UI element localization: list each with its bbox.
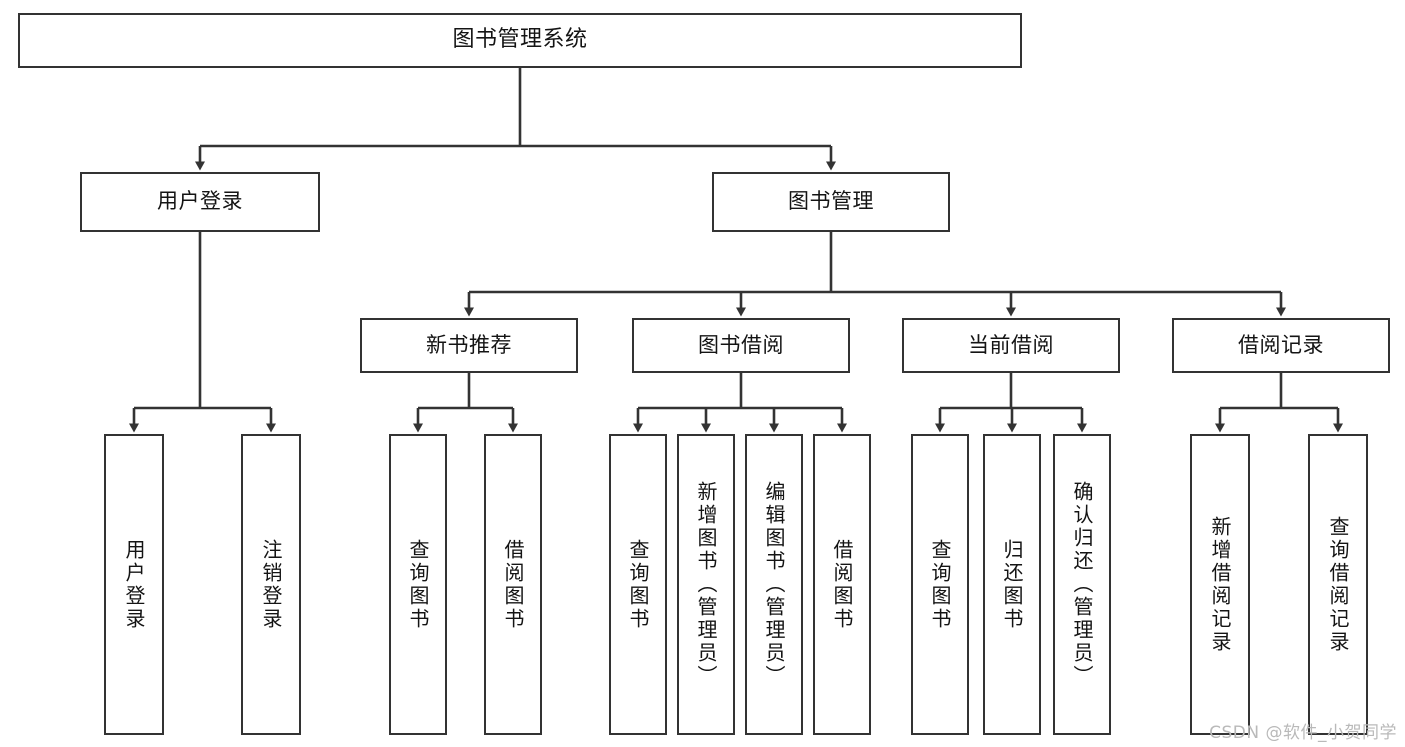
node-l-return[interactable]: 归还图书 — [983, 434, 1041, 735]
edge-bar-current — [940, 373, 1082, 410]
node-root[interactable]: 图书管理系统 — [18, 13, 1022, 68]
edge-bar-root — [200, 68, 831, 148]
node-label: 注销登录 — [259, 538, 283, 631]
node-label: 当前借阅 — [968, 332, 1054, 357]
node-label: 新书推荐 — [426, 332, 512, 357]
node-l-login[interactable]: 用户登录 — [104, 434, 164, 735]
node-label: 确认归还（管理员） — [1070, 481, 1094, 688]
node-label: 新增借阅记录 — [1208, 515, 1232, 654]
edge-bar-newbook — [418, 373, 513, 410]
node-label: 新增图书（管理员） — [694, 481, 718, 688]
node-l-q2[interactable]: 查询图书 — [609, 434, 667, 735]
node-l-logout[interactable]: 注销登录 — [241, 434, 301, 735]
node-label: 借阅图书 — [501, 538, 525, 631]
node-label: 查询借阅记录 — [1326, 515, 1350, 654]
node-l-b2[interactable]: 借阅图书 — [813, 434, 871, 735]
node-l-confirm[interactable]: 确认归还（管理员） — [1053, 434, 1111, 735]
node-label: 查询图书 — [626, 538, 650, 631]
node-records[interactable]: 借阅记录 — [1172, 318, 1390, 373]
node-bookmgmt[interactable]: 图书管理 — [712, 172, 950, 232]
node-label: 查询图书 — [928, 538, 952, 631]
node-label: 图书借阅 — [698, 332, 784, 357]
edge-bar-login — [134, 232, 271, 410]
node-label: 归还图书 — [1000, 538, 1024, 631]
node-label: 图书管理系统 — [452, 27, 588, 53]
watermark: CSDN @软件_小贺同学 — [1209, 723, 1397, 743]
edge-bar-bookmgmt — [469, 232, 1281, 294]
node-newbook[interactable]: 新书推荐 — [360, 318, 578, 373]
node-l-q1[interactable]: 查询图书 — [389, 434, 447, 735]
node-l-qrec[interactable]: 查询借阅记录 — [1308, 434, 1368, 735]
node-l-add[interactable]: 新增图书（管理员） — [677, 434, 735, 735]
node-l-b1[interactable]: 借阅图书 — [484, 434, 542, 735]
node-label: 用户登录 — [122, 538, 146, 631]
node-label: 查询图书 — [406, 538, 430, 631]
edge-bar-records — [1220, 373, 1338, 410]
node-current[interactable]: 当前借阅 — [902, 318, 1120, 373]
edge-bar-borrow — [638, 373, 842, 410]
node-login[interactable]: 用户登录 — [80, 172, 320, 232]
node-label: 图书管理 — [788, 189, 874, 214]
node-label: 编辑图书（管理员） — [762, 481, 786, 688]
node-l-q3[interactable]: 查询图书 — [911, 434, 969, 735]
node-borrow[interactable]: 图书借阅 — [632, 318, 850, 373]
node-label: 借阅记录 — [1238, 332, 1324, 357]
node-label: 借阅图书 — [830, 538, 854, 631]
node-l-addrec[interactable]: 新增借阅记录 — [1190, 434, 1250, 735]
node-label: 用户登录 — [157, 189, 243, 214]
node-l-edit[interactable]: 编辑图书（管理员） — [745, 434, 803, 735]
